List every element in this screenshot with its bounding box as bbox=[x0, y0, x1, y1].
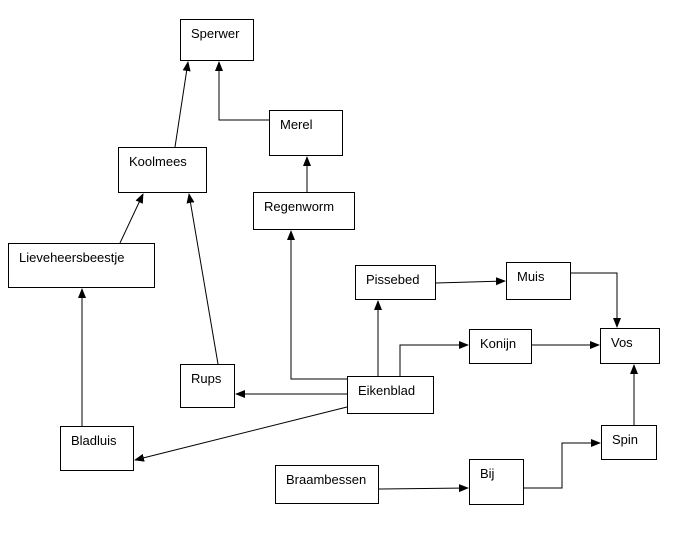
arrow-eikenblad-to-bladluis bbox=[134, 406, 348, 462]
node-label-rups: Rups bbox=[191, 371, 222, 386]
arrow-muis-to-vos bbox=[571, 272, 621, 328]
arrow-bij-to-spin bbox=[524, 439, 601, 489]
node-regenworm: Regenworm bbox=[253, 192, 355, 230]
node-lieveheersbeestje: Lieveheersbeestje bbox=[8, 243, 155, 288]
node-spin: Spin bbox=[601, 425, 657, 460]
node-label-vos: Vos bbox=[611, 335, 633, 350]
node-rups: Rups bbox=[180, 364, 235, 408]
node-label-eikenblad: Eikenblad bbox=[358, 383, 416, 398]
node-label-pissebed: Pissebed bbox=[366, 272, 420, 287]
node-konijn: Konijn bbox=[469, 329, 532, 364]
arrow-rups-to-koolmees bbox=[186, 193, 219, 365]
node-label-merel: Merel bbox=[280, 117, 313, 132]
node-vos: Vos bbox=[600, 328, 660, 364]
arrow-koolmees-to-sperwer bbox=[174, 61, 191, 148]
arrow-eikenblad-to-regenworm bbox=[287, 230, 347, 380]
node-bij: Bij bbox=[469, 459, 524, 505]
node-label-konijn: Konijn bbox=[480, 336, 517, 351]
arrow-merel-to-sperwer bbox=[215, 61, 269, 121]
node-label-koolmees: Koolmees bbox=[129, 154, 187, 169]
node-eikenblad: Eikenblad bbox=[347, 376, 434, 414]
arrow-braambessen-to-bij bbox=[378, 484, 469, 493]
node-braambessen: Braambessen bbox=[275, 465, 379, 504]
node-bladluis: Bladluis bbox=[60, 426, 134, 471]
node-label-sperwer: Sperwer bbox=[191, 26, 240, 41]
node-label-lieveheersbeestje: Lieveheersbeestje bbox=[19, 250, 125, 265]
arrow-pissebed-to-muis bbox=[435, 277, 506, 286]
node-koolmees: Koolmees bbox=[118, 147, 207, 193]
node-pissebed: Pissebed bbox=[355, 265, 436, 300]
arrow-eikenblad-to-konijn bbox=[399, 341, 469, 376]
node-label-muis: Muis bbox=[517, 269, 545, 284]
node-label-bladluis: Bladluis bbox=[71, 433, 117, 448]
node-label-spin: Spin bbox=[612, 432, 639, 447]
node-muis: Muis bbox=[506, 262, 571, 300]
node-sperwer: Sperwer bbox=[180, 19, 254, 61]
node-merel: Merel bbox=[269, 110, 343, 156]
node-label-bij: Bij bbox=[480, 466, 495, 481]
arrow-lieveheersbeestje-to-koolmees bbox=[119, 193, 144, 244]
node-label-regenworm: Regenworm bbox=[264, 199, 335, 214]
node-label-braambessen: Braambessen bbox=[286, 472, 367, 487]
